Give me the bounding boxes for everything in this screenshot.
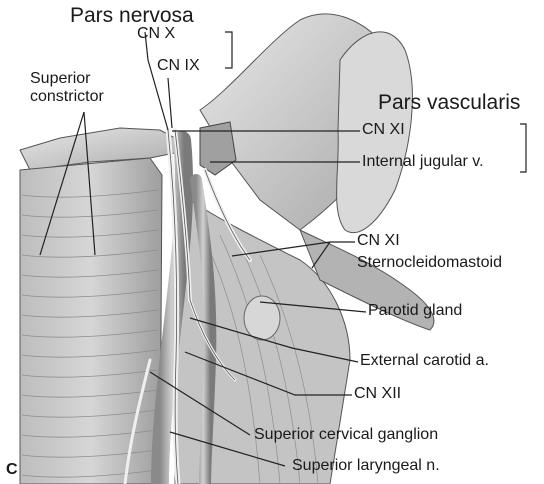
superior-constrictor-muscle [19,157,163,484]
external-carotid-label: External carotid a. [360,352,489,369]
pars-nervosa-label: Pars nervosa [70,4,194,27]
superior-constrictor-label: Superior constrictor [30,70,104,105]
superior-laryngeal-label: Superior laryngeal n. [292,457,440,474]
parotid-gland-label: Parotid gland [368,302,463,319]
jugular-notch [199,121,237,176]
internal-jugular-vein [151,131,194,484]
leader-lines [39,31,527,467]
cn-xi-lower-label: CN XI [357,232,400,249]
pars-vascularis-label: Pars vascularis [378,91,521,114]
cn-x-label: CN X [137,25,176,42]
external-carotid-artery [190,174,217,484]
sternocleidomastoid-muscle [299,228,435,331]
cn-xii-label: CN XII [354,385,402,402]
cn-ix-label: CN IX [157,57,200,74]
sternocleidomastoid-label: Sternocleidomastoid [357,254,502,271]
nerve-outlines [167,129,251,484]
muscle-striations [21,189,159,478]
superior-constrictor-line1: Superior [30,70,91,87]
superior-cervical-ganglion-label: Superior cervical ganglion [254,426,439,443]
parotid-gland-shape [243,295,281,341]
superior-constrictor-line2: constrictor [30,87,104,105]
ear-auricle [336,31,413,233]
cn-xi-upper-label: CN XI [362,121,405,138]
internal-jugular-label: Internal jugular v. [362,153,484,170]
panel-letter: C [6,461,18,478]
